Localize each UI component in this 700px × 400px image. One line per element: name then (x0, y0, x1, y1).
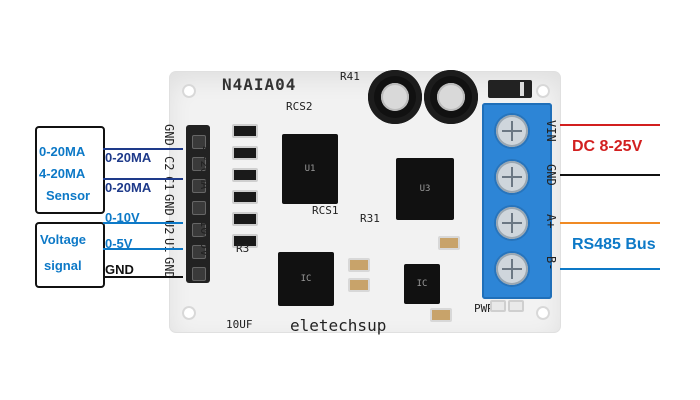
label-rcs1: RCS1 (312, 204, 339, 217)
pin-label-u1: U1 (162, 238, 176, 253)
mount-hole-top-left (182, 84, 196, 98)
capacitor-left (368, 70, 422, 124)
power-led (508, 300, 524, 312)
term-label-a: A+ (544, 214, 558, 229)
line-vin (560, 124, 660, 126)
terminal-block (482, 103, 552, 299)
term-label-b: B- (544, 256, 558, 271)
resistor (232, 212, 258, 226)
rs485-label: RS485 Bus (572, 236, 656, 253)
smd-component (348, 258, 370, 272)
sensor-line-3: Sensor (46, 188, 91, 203)
mount-hole-bottom-right (536, 306, 550, 320)
smd-component (348, 278, 370, 292)
board-title: N4AIA04 (222, 75, 297, 94)
range-label-4-20ma: 4~20MA (198, 146, 212, 190)
wire-label-u2: 0-10V (105, 210, 140, 225)
wire-gnd (103, 276, 183, 278)
range-label-5v: 5V (198, 242, 212, 257)
diode (488, 80, 532, 98)
label-r41: R41 (340, 70, 360, 83)
wire-u2 (103, 222, 183, 224)
terminal-screw (496, 207, 528, 239)
label-10uf: 10UF (226, 318, 253, 331)
voltage-annotation-box (35, 222, 105, 288)
power-led (490, 300, 506, 312)
smd-component (430, 308, 452, 322)
wire-label-c2: 0-20MA (105, 150, 152, 165)
capacitor-top (381, 83, 409, 111)
mount-hole-bottom-left (182, 306, 196, 320)
ic-u2: IC (278, 252, 334, 306)
mount-hole-top-right (536, 84, 550, 98)
line-a (560, 222, 660, 224)
range-label-10v: 10V (198, 220, 212, 242)
capacitor-right (424, 70, 478, 124)
sensor-line-2: 4-20MA (39, 166, 86, 181)
sensor-annotation-box (35, 126, 105, 214)
header-pin (192, 157, 206, 171)
terminal-screw (496, 115, 528, 147)
ic-u4: IC (404, 264, 440, 304)
smd-component (438, 236, 460, 250)
dc-label: DC 8-25V (572, 138, 643, 155)
wire-c1 (103, 178, 183, 180)
wire-label-c1: 0-20MA (105, 180, 152, 195)
header-pin (192, 267, 206, 281)
wire-c2 (103, 148, 183, 150)
term-label-gnd: GND (544, 164, 558, 186)
header-pin (192, 245, 206, 259)
header-pin (192, 201, 206, 215)
header-pin (192, 135, 206, 149)
wire-label-u1: 0-5V (105, 236, 133, 251)
voltage-line-1: Voltage (40, 232, 86, 247)
sensor-line-1: 0-20MA (39, 144, 86, 159)
header-pin (192, 179, 206, 193)
pin-label-gnd-1: GND (162, 124, 176, 146)
resistor (232, 124, 258, 138)
terminal-screw (496, 253, 528, 285)
capacitor-top (437, 83, 465, 111)
resistor (232, 168, 258, 182)
label-pwr: PWR (474, 302, 494, 315)
ic-u1: U1 (282, 134, 338, 204)
terminal-screw (496, 161, 528, 193)
left-pin-header (186, 125, 210, 283)
brand-text: eletechsup (290, 316, 387, 335)
resistor (232, 190, 258, 204)
label-r3: R3 (236, 242, 250, 255)
header-pin (192, 223, 206, 237)
ic-u3: U3 (396, 158, 454, 220)
line-b (560, 268, 660, 270)
voltage-line-2: signal (44, 258, 82, 273)
pin-label-c2: C2 (162, 156, 176, 171)
resistor (232, 234, 258, 248)
label-r31: R31 (360, 212, 380, 225)
wire-label-gnd: GND (105, 262, 134, 277)
line-gnd (560, 174, 660, 176)
label-rcs2: RCS2 (286, 100, 313, 113)
resistor (232, 146, 258, 160)
wire-u1 (103, 248, 183, 250)
pin-label-gnd-2: GND (162, 194, 176, 216)
term-label-vin: VIN (544, 120, 558, 142)
